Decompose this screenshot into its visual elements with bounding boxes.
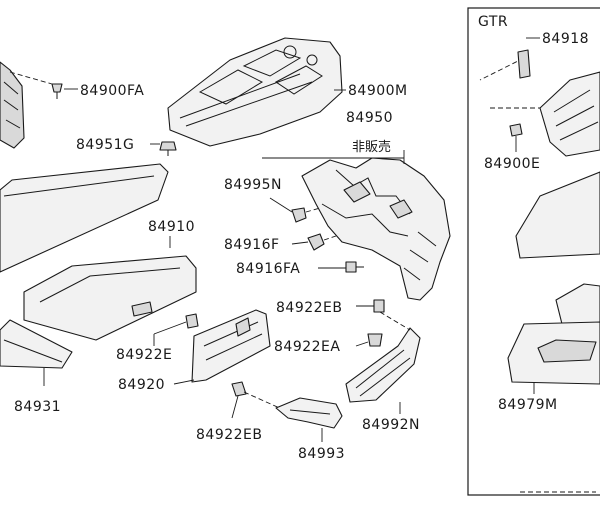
label-84916fa: 84916FA [236, 261, 300, 277]
label-84922eb-bottom: 84922EB [196, 427, 263, 443]
label-gtr: GTR [478, 14, 508, 30]
label-84992n: 84992N [362, 417, 420, 433]
label-84922ea: 84922EA [274, 339, 340, 355]
label-84918: 84918 [542, 31, 589, 47]
label-84979m: 84979M [498, 397, 558, 413]
label-84900m: 84900M [348, 83, 408, 99]
parcel-shelf-84900m [167, 37, 343, 147]
clip-84995n [291, 207, 307, 223]
label-84951g: 84951G [76, 137, 134, 153]
clip-84900fa [51, 83, 63, 99]
bracket-84993 [275, 397, 343, 429]
gtr-inset-frame [467, 7, 600, 496]
label-84995n: 84995N [224, 177, 282, 193]
floor-cover-84931 [0, 319, 73, 369]
clip-84922ea [367, 333, 383, 347]
floor-board-84910 [23, 255, 197, 341]
label-84993: 84993 [298, 446, 345, 462]
clip-84916fa [345, 261, 364, 273]
left-trim-part [0, 61, 25, 149]
gtr-clip-84900e [509, 123, 523, 137]
trunk-side-trim-84950 [301, 157, 451, 301]
rear-sill-84920 [191, 309, 271, 383]
gtr-floor-84979m [507, 321, 600, 385]
clip-84922eb-top [373, 299, 385, 313]
label-not-sold: 非販売 [352, 139, 391, 155]
gtr-clip-84918 [517, 49, 531, 79]
clip-84916f [307, 233, 325, 251]
label-84950: 84950 [346, 110, 393, 126]
trunk-floor-mat-84910 [0, 163, 169, 273]
gtr-side-trim [539, 71, 600, 157]
clip-84951g [159, 141, 177, 156]
finisher-84992n [345, 327, 421, 403]
clip-84922e [185, 313, 199, 329]
label-84922eb-top: 84922EB [276, 300, 343, 316]
label-84931: 84931 [14, 399, 61, 415]
label-84900fa: 84900FA [80, 83, 144, 99]
gtr-mat [515, 171, 600, 259]
clip-84922eb-bottom [231, 381, 247, 397]
label-84900e: 84900E [484, 156, 540, 172]
label-84920: 84920 [118, 377, 165, 393]
label-84910: 84910 [148, 219, 195, 235]
label-84916f: 84916F [224, 237, 280, 253]
label-84922e: 84922E [116, 347, 172, 363]
